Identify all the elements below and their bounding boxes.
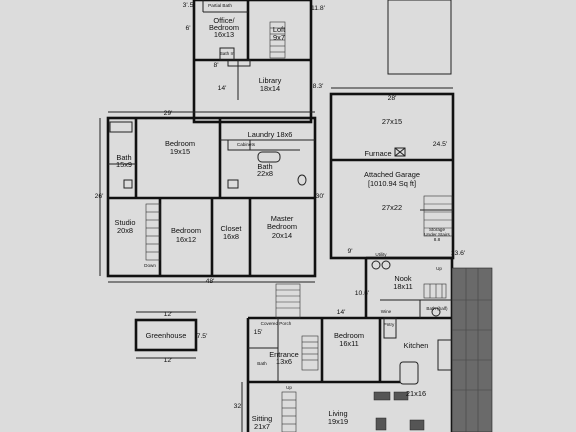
label-up-sitting: Up (286, 385, 292, 390)
room-bath-nw-name: Bath (116, 153, 131, 162)
room-kitchen-dims: 21x16 (406, 389, 426, 398)
room-kitchen-name: Kitchen (404, 341, 429, 350)
room-loft-name: Loft (273, 25, 285, 34)
room-office-name2: Bedroom (209, 23, 239, 32)
dim-10-6: 10.6' (355, 290, 370, 297)
room-bath-center-dims: 22x8 (257, 169, 273, 178)
dim-26: 26' (95, 193, 104, 200)
room-bedroom-s-dims: 16x11 (339, 339, 359, 348)
room-closet-name: Closet (221, 224, 242, 233)
room-bedroom-s-name: Bedroom (334, 331, 364, 340)
room-bath-center-name: Bath (257, 162, 272, 171)
label-down-sw: Down (144, 263, 156, 268)
room-library-name: Library (259, 76, 282, 85)
room-garage-upper-dims: 27x15 (382, 117, 402, 126)
west-wing-walls (106, 116, 317, 278)
west-wing-fixtures (109, 121, 307, 261)
room-nook-name: Nook (394, 274, 412, 283)
room-living-name: Living (328, 409, 347, 418)
loft-stair (269, 21, 286, 59)
dim-14b: 14' (337, 309, 346, 316)
label-pantry: Pntry (384, 322, 395, 327)
room-entrance-name: Entrance (269, 350, 299, 359)
room-sitting-name: Sitting (252, 414, 273, 423)
room-bedroom-sw-dims: 16x12 (176, 235, 196, 244)
room-greenhouse-name: Greenhouse (146, 331, 187, 340)
room-master-dims: 20x14 (272, 231, 292, 240)
room-master-name: Master (271, 214, 294, 223)
dim-15: 15' (254, 329, 263, 336)
room-bedroom-nw-dims: 19x15 (170, 147, 190, 156)
room-laundry-name: Laundry 18x6 (248, 130, 293, 139)
room-sitting-dims: 21x7 (254, 422, 270, 431)
dim-8-3: 8.3' (313, 83, 324, 90)
label-bath-in: Bath In (220, 51, 235, 56)
label-furnace: Furnace (364, 149, 391, 158)
room-bath-half-name: Bath (half) (426, 306, 448, 311)
label-wine: Wine (381, 309, 392, 314)
room-loft-dims: 9x7 (273, 33, 285, 42)
room-bedroom-sw-name: Bedroom (171, 226, 201, 235)
dim-30: 30' (316, 193, 325, 200)
label-utility: Utility (375, 252, 387, 257)
dim-32: 32' (234, 403, 243, 410)
room-garage-dims: 27x22 (382, 203, 402, 212)
room-living-dims: 19x19 (328, 417, 348, 426)
label-partial-bath: Partial Bath (208, 3, 232, 8)
room-garage-name: Attached Garage (364, 170, 420, 179)
dimension-lines (99, 87, 453, 432)
greenhouse-walls (134, 318, 198, 352)
room-master-name2: Bedroom (267, 222, 297, 231)
room-storage-name: Storage (429, 227, 446, 232)
room-library-dims: 18x14 (260, 84, 280, 93)
room-closet-dims: 16x8 (223, 232, 239, 241)
dim-7-5: 7.5' (197, 333, 208, 340)
room-bath-s-name: Bath (257, 361, 267, 366)
room-entrance-dims: 13x6 (276, 357, 292, 366)
dim-12-bot: 12' (164, 357, 173, 364)
east-deck (451, 267, 493, 432)
room-storage-name2: Under Stairs (424, 232, 450, 237)
dim-13-6: 13.6' (451, 250, 466, 257)
room-nook-dims: 18x11 (393, 282, 413, 291)
dim-48: 48' (206, 278, 215, 285)
dim-29: 29' (164, 110, 173, 117)
dim-6: 6' (185, 25, 190, 32)
label-up-nook: Up (436, 266, 442, 271)
dim-28: 28' (388, 95, 397, 102)
label-cabinets: Cabinets (237, 142, 256, 147)
dim-9: 9' (347, 248, 352, 255)
room-covered-porch-name: Covered Porch (261, 321, 292, 326)
dim-14: 14' (218, 85, 227, 92)
room-bedroom-nw-name: Bedroom (165, 139, 195, 148)
room-office-dims: 16x13 (214, 30, 234, 39)
dim-3-5: 3'.5 (183, 2, 194, 9)
room-bath-nw-dims: 15x9 (116, 160, 132, 169)
room-studio-dims: 20x8 (117, 226, 133, 235)
dim-24-5: 24.5' (433, 141, 448, 148)
dim-12-top: 12' (164, 311, 173, 318)
top-wing-walls (192, 0, 452, 124)
room-studio-name: Studio (115, 218, 136, 227)
room-garage-area: [1010.94 Sq ft] (368, 179, 416, 188)
room-storage-dims: 8.8 (434, 237, 441, 242)
dim-11-8: 11.8' (311, 5, 325, 12)
dim-8: 8' (213, 62, 218, 69)
room-office-name: Office/ (213, 16, 235, 25)
